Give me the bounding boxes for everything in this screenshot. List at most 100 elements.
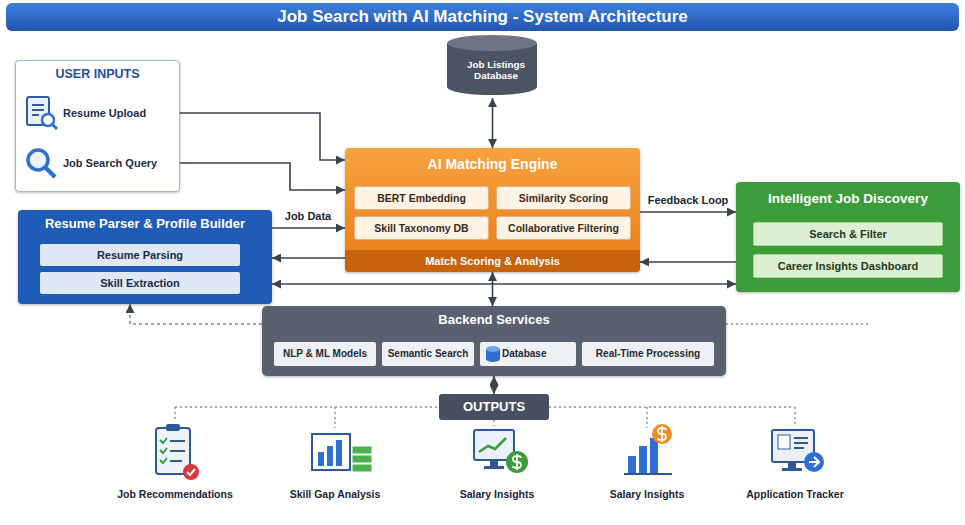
input-item: Resume Upload <box>23 91 175 135</box>
tracker-icon-part <box>778 435 790 449</box>
tracker-icon-part <box>809 457 819 467</box>
title-bar: Job Search with AI Matching - System Arc… <box>6 3 959 31</box>
salary-bars-icon-part <box>628 456 636 474</box>
connector-arrow <box>272 283 736 285</box>
skill-gap-icon-part <box>352 446 372 454</box>
connector-arrow <box>130 304 262 324</box>
service-chip: Database <box>480 342 576 366</box>
skill-gap-icon-part <box>352 464 372 472</box>
node-label: Database <box>502 348 546 360</box>
connector-arrow <box>640 211 736 213</box>
skill-gap-icon-part <box>318 452 324 466</box>
salary-monitor-icon-part <box>490 460 498 466</box>
input-panel: USER INPUTS Resume UploadJob Search Query <box>15 60 180 192</box>
salary-bars-icon-part <box>624 473 672 475</box>
recommendations-icon-part <box>187 469 195 475</box>
salary-bars-icon-part <box>650 438 658 474</box>
output-label: Job Recommendations <box>100 488 250 500</box>
connector-arrow <box>175 113 345 160</box>
node-label: Skill Extraction <box>100 277 179 290</box>
salary-monitor-icon-part <box>513 454 521 470</box>
salary-bars-icon <box>624 424 672 474</box>
discovery-box: Intelligent Job DiscoverySearch & Filter… <box>736 182 960 292</box>
connector-arrow <box>272 257 345 259</box>
node-label: Backend Services <box>438 313 549 328</box>
backend-box: Backend ServicesNLP & ML Models Semantic … <box>262 306 726 376</box>
recommendations-icon-part <box>160 438 167 463</box>
diagram-title: Job Search with AI Matching - System Arc… <box>277 7 688 27</box>
skill-gap-icon <box>312 434 372 472</box>
node-label: Semantic Search <box>388 348 469 360</box>
service-chip: Semantic Search <box>382 342 474 366</box>
output-leader-lines-part <box>726 323 870 325</box>
node-label: Intelligent Job Discovery <box>768 191 928 207</box>
node-label: Real-Time Processing <box>596 348 700 360</box>
component-chip: Resume Parsing <box>40 244 240 266</box>
node-label: Career Insights Dashboard <box>778 260 919 273</box>
node-label: BERT Embedding <box>377 192 466 204</box>
tracker-icon-part <box>804 452 824 472</box>
node-label: NLP & ML Models <box>283 348 367 360</box>
output-label: Application Tracker <box>720 488 870 500</box>
node-label: Resume Parser & Profile Builder <box>45 217 245 232</box>
tracker-icon <box>772 430 824 472</box>
db-icon <box>483 344 503 364</box>
connector-arrow <box>640 261 736 263</box>
salary-monitor-icon-part <box>479 438 506 452</box>
salary-monitor-icon-part <box>474 430 514 460</box>
salary-monitor-icon-part <box>506 451 528 473</box>
component-chip: Career Insights Dashboard <box>753 254 943 278</box>
connector-arrow <box>175 163 345 190</box>
resume-icon <box>23 94 59 132</box>
tracker-icon-part <box>782 468 802 471</box>
service-chip: Real-Time Processing <box>582 342 714 366</box>
parser-box: Resume Parser & Profile BuilderResume Pa… <box>18 210 272 304</box>
connector-arrow <box>492 98 494 148</box>
node-label: Skill Taxonomy DB <box>374 222 468 234</box>
recommendations-icon-part <box>170 441 185 461</box>
node-label: Job Search Query <box>63 157 157 170</box>
output-label: Skill Gap Analysis <box>260 488 410 500</box>
engine-band: Match Scoring & Analysis <box>345 250 640 272</box>
input-item: Job Search Query <box>23 143 175 183</box>
database-cylinder: Job Listings Database <box>446 34 546 98</box>
node-label: OUTPUTS <box>463 400 525 415</box>
skill-gap-icon-part <box>327 446 333 466</box>
component-chip: BERT Embedding <box>354 186 489 210</box>
recommendations-icon <box>156 424 199 480</box>
node-label: Match Scoring & Analysis <box>425 255 560 268</box>
salary-monitor-icon-part <box>484 466 504 469</box>
salary-bars-icon-part <box>652 424 672 444</box>
tracker-icon-part <box>794 438 808 448</box>
outputs-band: OUTPUTS <box>439 394 549 420</box>
recommendations-icon-part <box>166 424 180 431</box>
skill-gap-icon-part <box>336 440 342 466</box>
output-label: Salary Insights <box>422 488 572 500</box>
salary-monitor-icon <box>474 430 528 473</box>
tracker-icon-part <box>788 462 796 468</box>
node-label: Similarity Scoring <box>519 192 608 204</box>
node-label: Job Listings Database <box>446 51 546 82</box>
edge-label: Feedback Loop <box>646 194 731 206</box>
skill-gap-icon-part <box>352 455 372 463</box>
skill-gap-icon-part <box>312 434 350 470</box>
service-chip: NLP & ML Models <box>274 342 376 366</box>
connector-arrow <box>272 227 345 229</box>
component-chip: Search & Filter <box>753 222 943 246</box>
salary-bars-icon-part <box>658 426 666 442</box>
connector-arrow <box>493 376 495 394</box>
recommendations-icon-part <box>183 464 199 480</box>
edge-label: Job Data <box>283 210 333 222</box>
component-chip: Skill Taxonomy DB <box>354 216 489 240</box>
component-chip: Collaborative Filtering <box>496 216 631 240</box>
output-label: Salary Insights <box>572 488 722 500</box>
node-label: USER INPUTS <box>55 67 139 81</box>
search-icon <box>23 145 59 181</box>
node-label: Collaborative Filtering <box>508 222 619 234</box>
component-chip: Skill Extraction <box>40 272 240 294</box>
salary-bars-icon-part <box>639 446 647 474</box>
node-label: AI Matching Engine <box>428 156 558 172</box>
node-label: Search & Filter <box>809 228 887 241</box>
engine-box: AI Matching EngineBERT Embedding Similari… <box>345 148 640 272</box>
component-chip: Similarity Scoring <box>496 186 631 210</box>
